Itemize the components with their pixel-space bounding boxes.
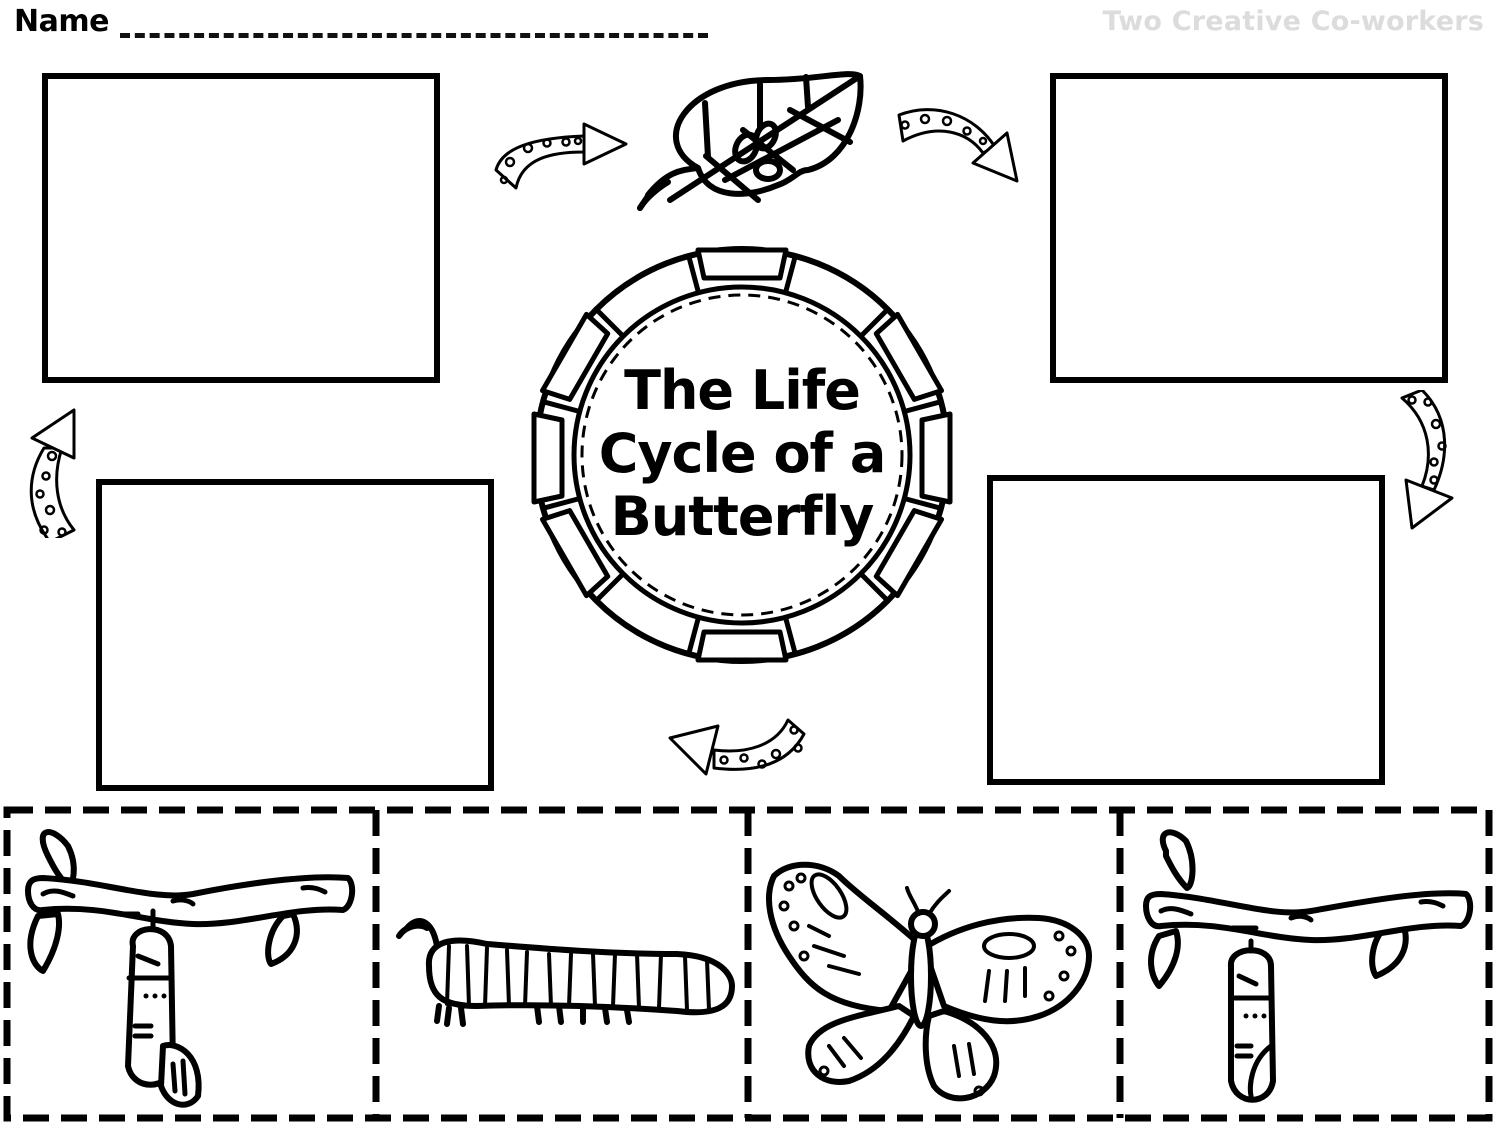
name-label: Name: [14, 4, 109, 39]
dotted-curved-arrow-icon: [22, 398, 82, 538]
leaf-with-eggs-icon: [628, 70, 868, 220]
box-bottom-left[interactable]: [96, 479, 494, 791]
title-line-3: Butterfly: [610, 485, 875, 548]
dotted-curved-arrow-icon: [492, 118, 632, 198]
chrysalis-emerging-butterfly-icon: [25, 829, 356, 1108]
chrysalis-on-branch-icon: [1143, 829, 1474, 1103]
dotted-curved-arrow-icon: [1398, 390, 1458, 530]
cutout-card-4[interactable]: [1121, 806, 1492, 1122]
watermark: Two Creative Co-workers: [1102, 6, 1484, 37]
cutout-card-3[interactable]: [749, 806, 1120, 1122]
cutout-card-2[interactable]: [377, 806, 748, 1122]
cutout-strip: [3, 806, 1493, 1122]
dotted-curved-arrow-icon: [895, 105, 1025, 190]
box-bottom-right[interactable]: [987, 475, 1385, 785]
caterpillar-icon: [396, 918, 735, 1027]
butterfly-icon: [766, 861, 1092, 1102]
name-field[interactable]: [120, 33, 708, 38]
box-top-right[interactable]: [1050, 73, 1448, 383]
title-line-2: Cycle of a: [598, 422, 887, 485]
title-badge: The Life Cycle of a Butterfly: [528, 244, 956, 666]
cutout-card-1[interactable]: [3, 806, 375, 1122]
dotted-curved-arrow-icon: [666, 716, 810, 776]
title-line-1: The Life: [624, 359, 861, 422]
page-title: The Life Cycle of a Butterfly: [528, 359, 956, 548]
box-top-left[interactable]: [42, 73, 440, 383]
